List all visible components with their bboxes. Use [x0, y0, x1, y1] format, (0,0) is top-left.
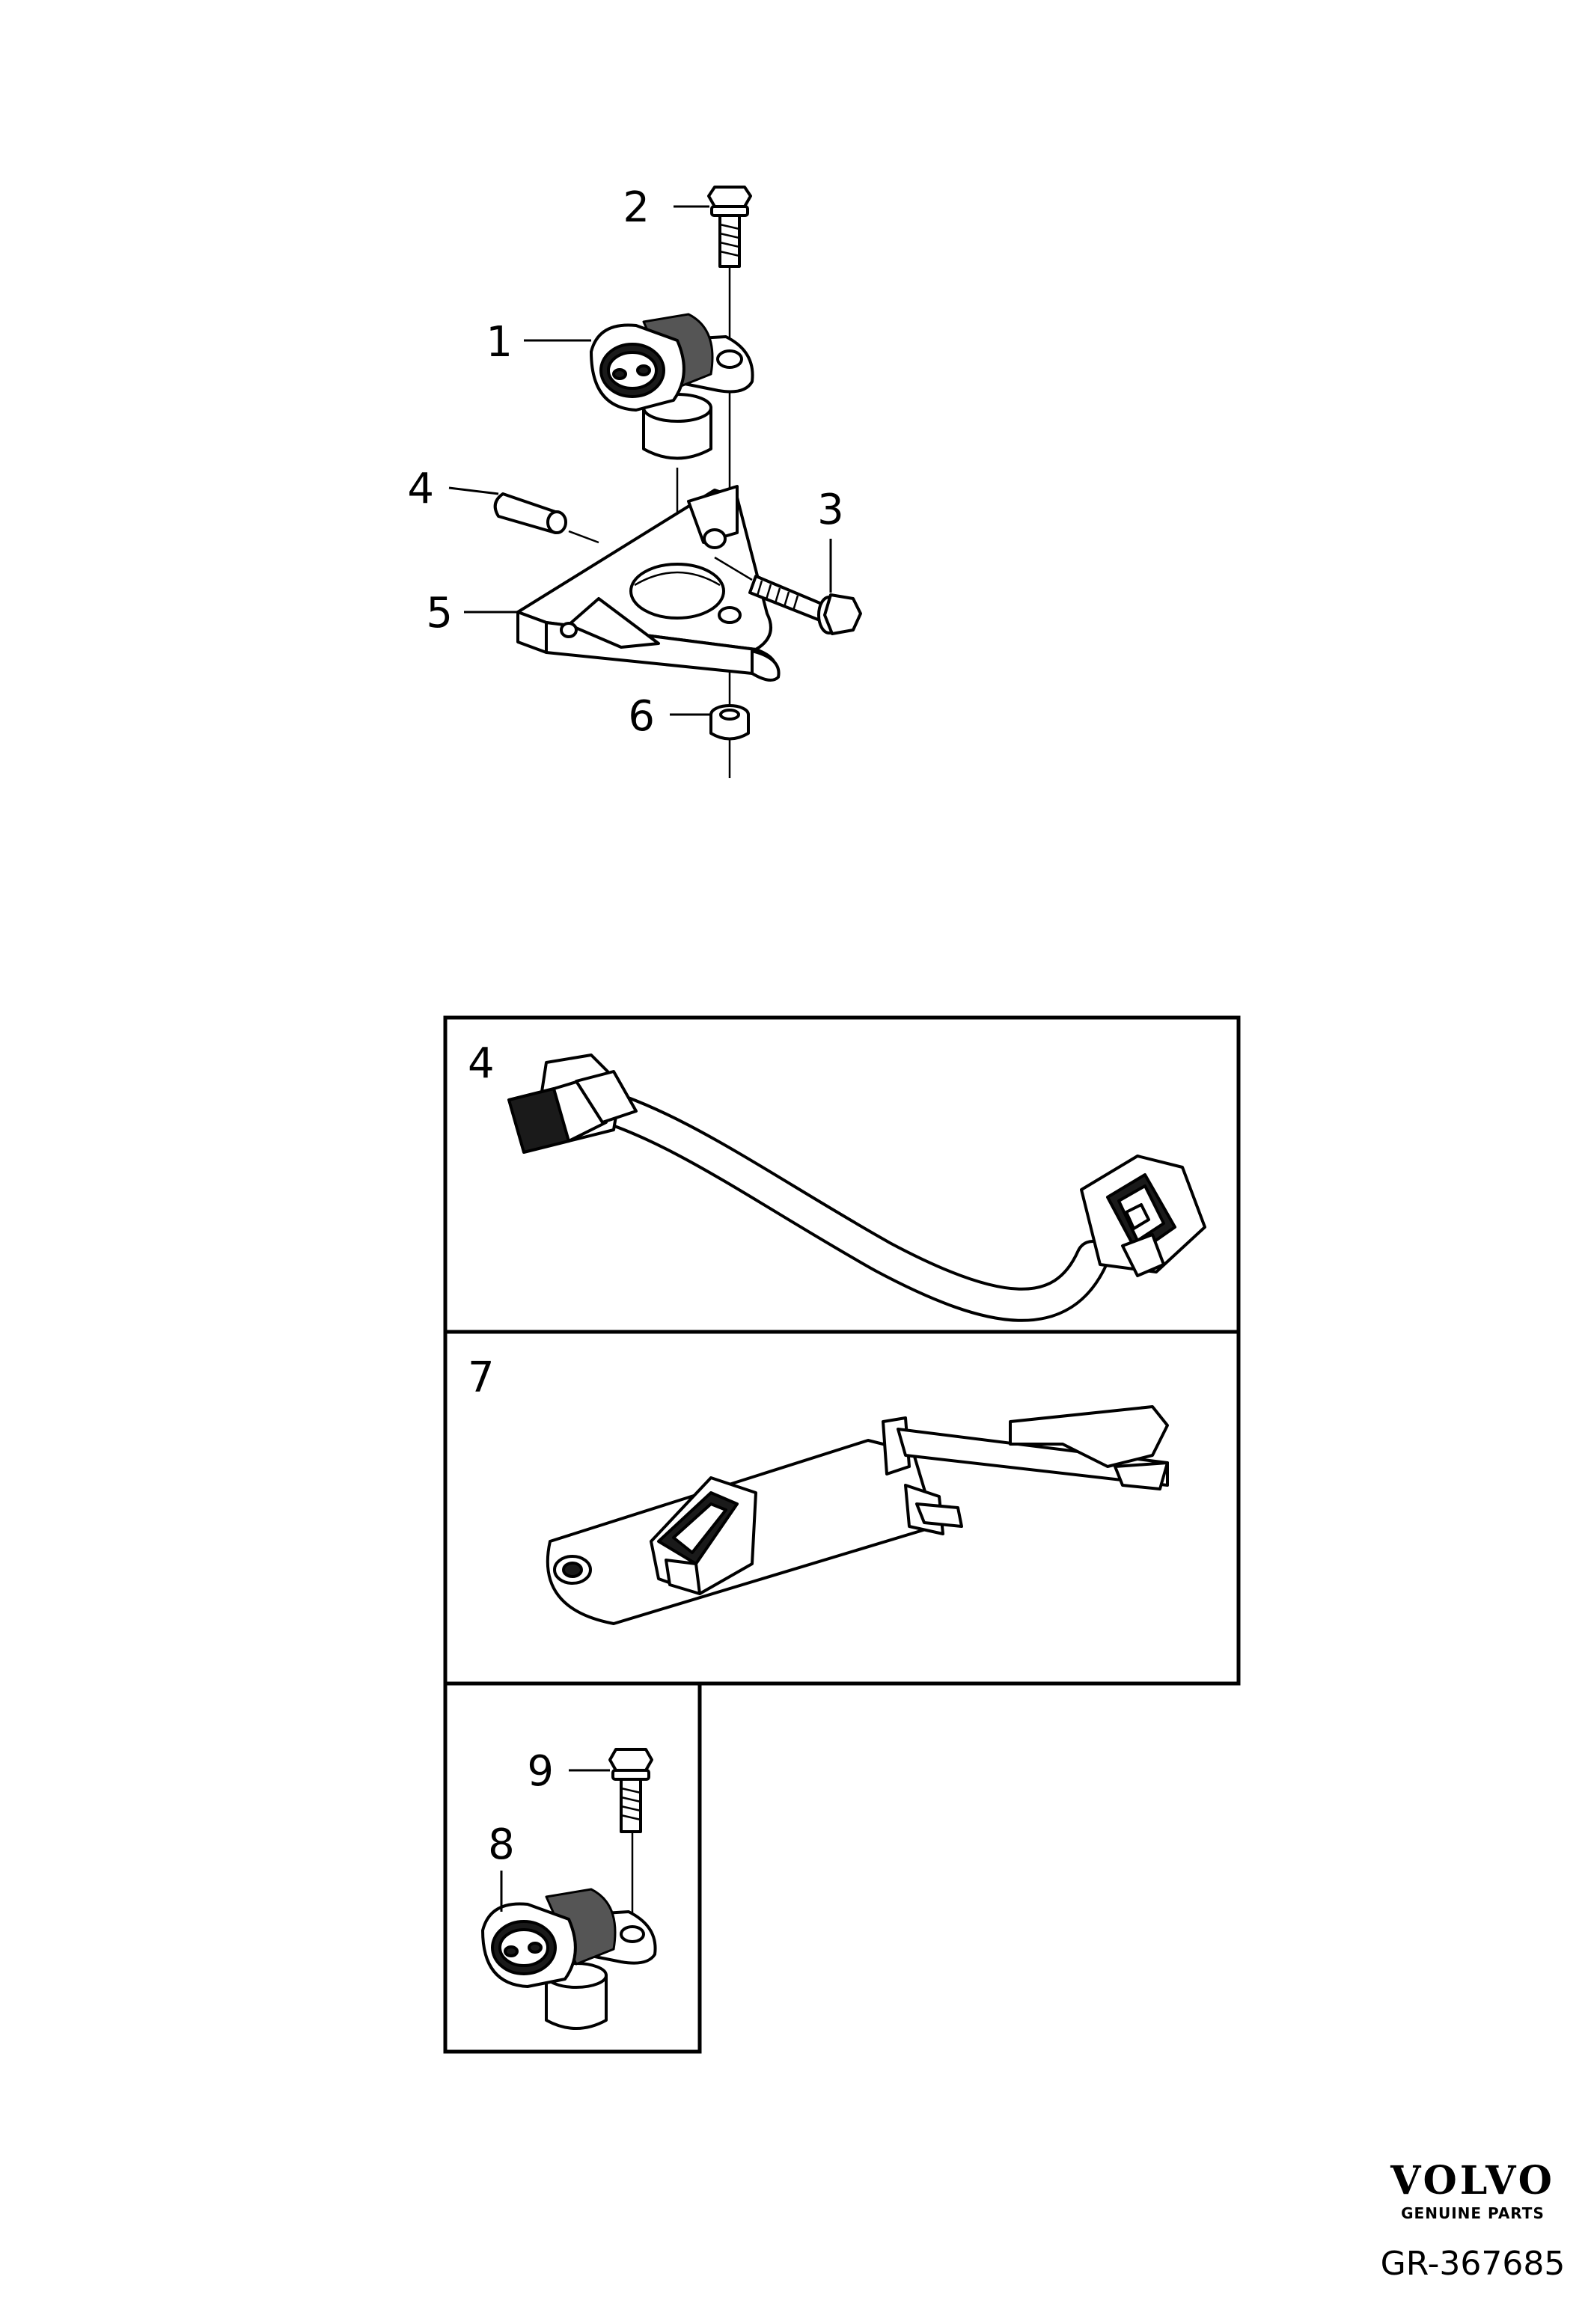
callout-5: 5	[426, 589, 453, 637]
pin-part-4	[493, 492, 599, 544]
diagram-reference: GR-367685	[1381, 2245, 1566, 2283]
volvo-branding: VOLVO GENUINE PARTS GR-367685	[1381, 2158, 1566, 2283]
callout-6: 6	[628, 692, 655, 741]
harness-connector-right	[1080, 1155, 1206, 1277]
callout-4: 4	[407, 465, 434, 513]
harness-panel-label: 4	[468, 1039, 495, 1088]
harness-cable	[569, 1086, 1107, 1319]
callout-2: 2	[623, 183, 650, 232]
leader-line-4	[448, 486, 499, 495]
harness-panel: 4	[443, 1015, 1241, 1334]
callout-3: 3	[817, 486, 844, 534]
sensor-part-8	[481, 1888, 657, 2030]
callout-9: 9	[527, 1747, 554, 1796]
callout-8: 8	[488, 1820, 515, 1869]
bolt-part-3	[714, 556, 862, 635]
volvo-logo: VOLVO	[1390, 2158, 1555, 2204]
sensor-panel: 9 8	[443, 1684, 702, 2054]
harness-connector-left	[507, 1054, 638, 1154]
sensor-bracket-part-7	[546, 1405, 1169, 1625]
top-assembly: 2 1 4 3 5 6	[407, 183, 862, 778]
sensor-part-1	[590, 313, 754, 460]
bolt-part-9	[608, 1748, 653, 1833]
bracket-panel: 7	[443, 1330, 1241, 1686]
bracket-panel-frame	[443, 1330, 1241, 1686]
genuine-parts-tagline: GENUINE PARTS	[1401, 2204, 1545, 2222]
bolt-part-2	[707, 186, 752, 268]
nut-part-6	[709, 704, 750, 741]
sensor-panel-frame	[443, 1684, 702, 2054]
bracket-part-5	[516, 485, 781, 682]
bracket-panel-label: 7	[468, 1354, 495, 1402]
callout-1: 1	[486, 318, 513, 367]
